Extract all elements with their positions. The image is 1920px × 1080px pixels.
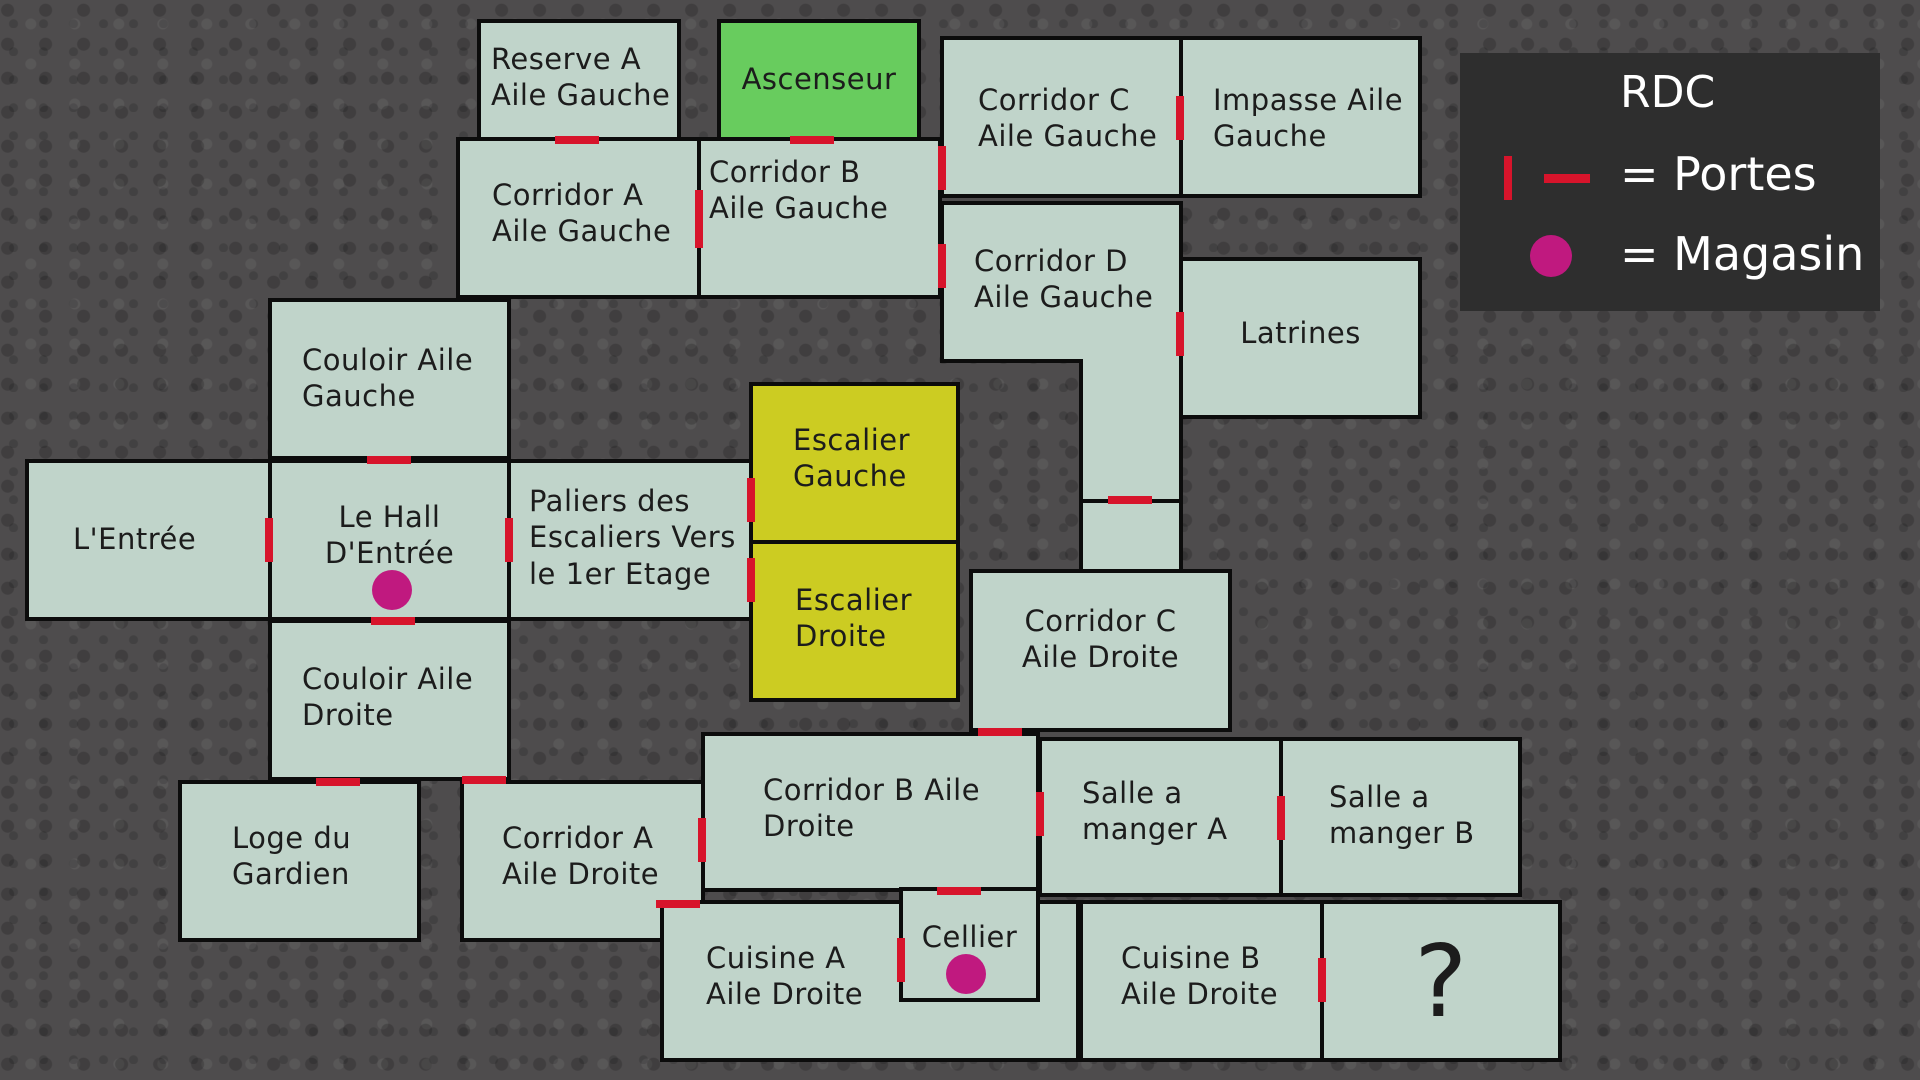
room-salle-a-manger-b[interactable]: Salle a manger B — [1279, 737, 1522, 897]
shop-marker[interactable] — [372, 570, 412, 610]
room-couloir-aile-gauche[interactable]: Couloir Aile Gauche — [268, 298, 511, 460]
legend-shop-label: = Magasin — [1620, 227, 1865, 281]
room-label: Cuisine B Aile Droite — [1121, 941, 1279, 1012]
room-entree[interactable]: L'Entrée — [25, 459, 272, 621]
room-label: Cuisine A Aile Droite — [706, 941, 864, 1012]
shop-marker[interactable] — [946, 954, 986, 994]
room-label: Corridor B Aile Gauche — [709, 155, 889, 226]
room-hall-entree[interactable]: Le Hall D'Entrée — [268, 459, 511, 621]
door[interactable] — [1036, 792, 1044, 836]
room-label: Corridor C Aile Gauche — [978, 83, 1158, 154]
room-label: Corridor A Aile Gauche — [492, 178, 672, 249]
room-escalier-gauche[interactable]: Escalier Gauche — [749, 382, 960, 544]
room-connecting-corridor[interactable] — [1079, 359, 1183, 505]
room-label: Latrines — [1240, 316, 1361, 350]
room-escalier-droite[interactable]: Escalier Droite — [749, 540, 960, 702]
room-label: Corridor A Aile Droite — [502, 821, 660, 892]
door[interactable] — [937, 887, 981, 895]
door[interactable] — [367, 456, 411, 464]
shop-icon — [1530, 235, 1572, 277]
room-label-question-mark: ? — [1414, 923, 1468, 1040]
door[interactable] — [897, 938, 905, 982]
door[interactable] — [265, 518, 273, 562]
room-label: Paliers des Escaliers Vers le 1er Etage — [529, 484, 736, 591]
door[interactable] — [462, 776, 506, 784]
door[interactable] — [1318, 958, 1326, 1002]
room-unknown[interactable]: ? — [1320, 900, 1562, 1062]
room-label: Reserve A Aile Gauche — [491, 42, 671, 113]
room-label: Loge du Gardien — [232, 821, 352, 892]
door[interactable] — [698, 818, 706, 862]
door[interactable] — [316, 778, 360, 786]
door[interactable] — [1277, 796, 1285, 840]
room-label: Impasse Aile Gauche — [1213, 83, 1404, 154]
legend-panel: RDC = Portes = Magasin — [1460, 53, 1880, 311]
room-corridor-d-aile-gauche[interactable]: Corridor D Aile Gauche — [940, 201, 1183, 363]
room-label: Couloir Aile Droite — [302, 662, 474, 733]
room-label: L'Entrée — [73, 522, 197, 556]
door[interactable] — [695, 190, 703, 248]
door[interactable] — [1176, 312, 1184, 356]
room-label: Couloir Aile Gauche — [302, 343, 474, 414]
room-salle-a-manger-a[interactable]: Salle a manger A — [1038, 737, 1283, 897]
door[interactable] — [978, 728, 1022, 736]
room-label: Le Hall D'Entrée — [324, 500, 455, 571]
room-label: Corridor C Aile Droite — [1021, 604, 1180, 675]
door[interactable] — [1176, 96, 1184, 140]
room-label: Salle a manger A — [1082, 776, 1228, 847]
room-corridor-c-aile-gauche[interactable]: Corridor C Aile Gauche — [940, 36, 1183, 198]
door[interactable] — [371, 617, 415, 625]
door-horizontal-icon — [1544, 174, 1590, 183]
room-corridor-b-aile-gauche[interactable]: Corridor B Aile Gauche — [697, 137, 942, 299]
door[interactable] — [747, 478, 755, 522]
room-paliers-escaliers[interactable]: Paliers des Escaliers Vers le 1er Etage — [507, 459, 753, 621]
legend-doors-label: = Portes — [1620, 147, 1817, 201]
room-label: Escalier Droite — [795, 583, 913, 654]
room-ascenseur[interactable]: Ascenseur — [717, 19, 921, 143]
door[interactable] — [938, 244, 946, 288]
room-label: Escalier Gauche — [793, 423, 911, 494]
door-vertical-icon — [1504, 156, 1512, 200]
door[interactable] — [1108, 496, 1152, 504]
room-label: Corridor B Aile Droite — [763, 773, 981, 844]
door[interactable] — [505, 518, 513, 562]
door[interactable] — [938, 146, 946, 190]
room-connecting-corridor-lower[interactable] — [1079, 499, 1183, 577]
room-latrines[interactable]: Latrines — [1179, 257, 1422, 419]
room-reserve-a-aile-gauche[interactable]: Reserve A Aile Gauche — [477, 19, 681, 143]
room-impasse-aile-gauche[interactable]: Impasse Aile Gauche — [1179, 36, 1422, 198]
door[interactable] — [555, 136, 599, 144]
room-label: Corridor D Aile Gauche — [974, 244, 1154, 315]
room-loge-gardien[interactable]: Loge du Gardien — [178, 780, 421, 942]
room-cuisine-b-aile-droite[interactable]: Cuisine B Aile Droite — [1079, 900, 1324, 1062]
room-label: Salle a manger B — [1329, 780, 1475, 851]
room-corridor-c-aile-droite[interactable]: Corridor C Aile Droite — [969, 569, 1232, 732]
door[interactable] — [747, 558, 755, 602]
door[interactable] — [790, 136, 834, 144]
room-label: Ascenseur — [741, 62, 897, 96]
room-couloir-aile-droite[interactable]: Couloir Aile Droite — [268, 619, 511, 781]
door[interactable] — [656, 900, 700, 908]
legend-title: RDC — [1620, 67, 1716, 118]
room-label: Cellier — [921, 920, 1018, 954]
room-corridor-a-aile-gauche[interactable]: Corridor A Aile Gauche — [456, 137, 701, 299]
room-corridor-b-aile-droite[interactable]: Corridor B Aile Droite — [701, 732, 1040, 892]
